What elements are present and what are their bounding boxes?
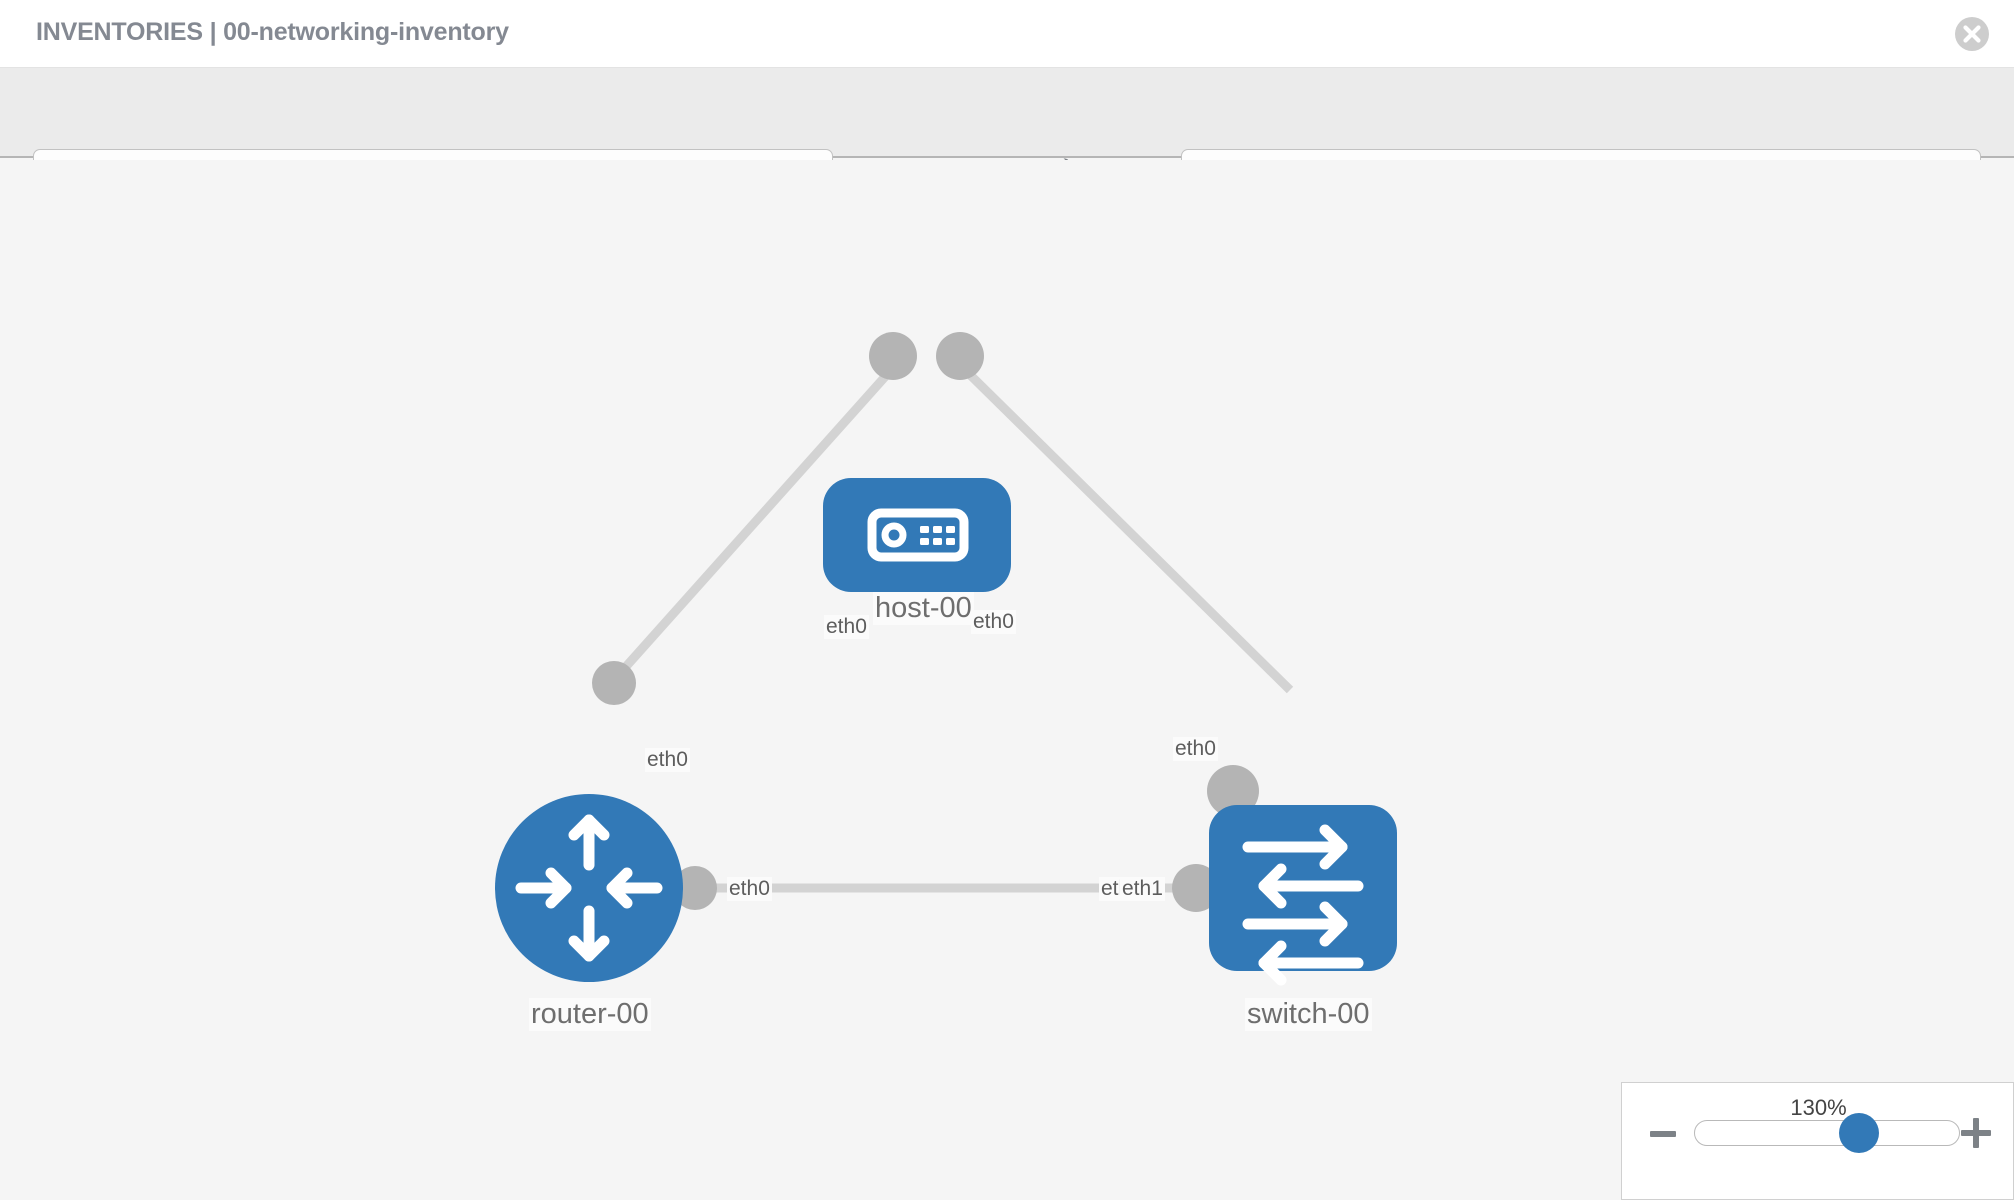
iface-label: eth0 xyxy=(824,615,869,639)
zoom-level-value: 130% xyxy=(1790,1095,1847,1120)
link-router-host xyxy=(601,357,904,693)
port-host-right xyxy=(936,332,984,380)
node-switch-00[interactable] xyxy=(1209,805,1397,986)
minus-icon[interactable] xyxy=(1650,1131,1676,1137)
topology-canvas[interactable]: host-00 router-00 switch-00 eth0 eth0 et… xyxy=(0,160,2014,1200)
page-title: INVENTORIES | 00-networking-inventory xyxy=(36,18,509,46)
topology-graph xyxy=(495,332,1397,986)
node-label-host-00: host-00 xyxy=(873,592,974,625)
link-host-switch xyxy=(951,356,1294,694)
port-router-right xyxy=(673,866,717,910)
port-group xyxy=(592,332,1259,912)
node-host-00[interactable] xyxy=(823,478,1011,592)
node-label-switch-00: switch-00 xyxy=(1245,998,1372,1031)
zoom-slider-thumb[interactable] xyxy=(1838,1113,1879,1153)
iface-label: eth1 xyxy=(1120,877,1165,901)
zoom-slider-track[interactable] xyxy=(1694,1120,1960,1146)
port-switch-top xyxy=(1207,765,1259,817)
node-label-router-00: router-00 xyxy=(529,998,651,1031)
iface-label: eth0 xyxy=(1173,737,1218,761)
node-router-00[interactable] xyxy=(495,794,683,982)
plus-icon[interactable] xyxy=(1961,1118,1991,1148)
iface-label: eth0 xyxy=(645,748,690,772)
port-router-top xyxy=(592,661,636,705)
port-host-left xyxy=(869,332,917,380)
iface-label: eth0 xyxy=(971,610,1016,634)
page-header: INVENTORIES | 00-networking-inventory xyxy=(0,0,2014,68)
port-switch-left xyxy=(1172,864,1220,912)
zoom-control-panel: 130% xyxy=(1621,1082,2014,1200)
iface-label: eth0 xyxy=(727,877,772,901)
close-icon[interactable] xyxy=(1954,16,1990,52)
toolbar: ACTIONS SEARCH xyxy=(0,68,2014,201)
